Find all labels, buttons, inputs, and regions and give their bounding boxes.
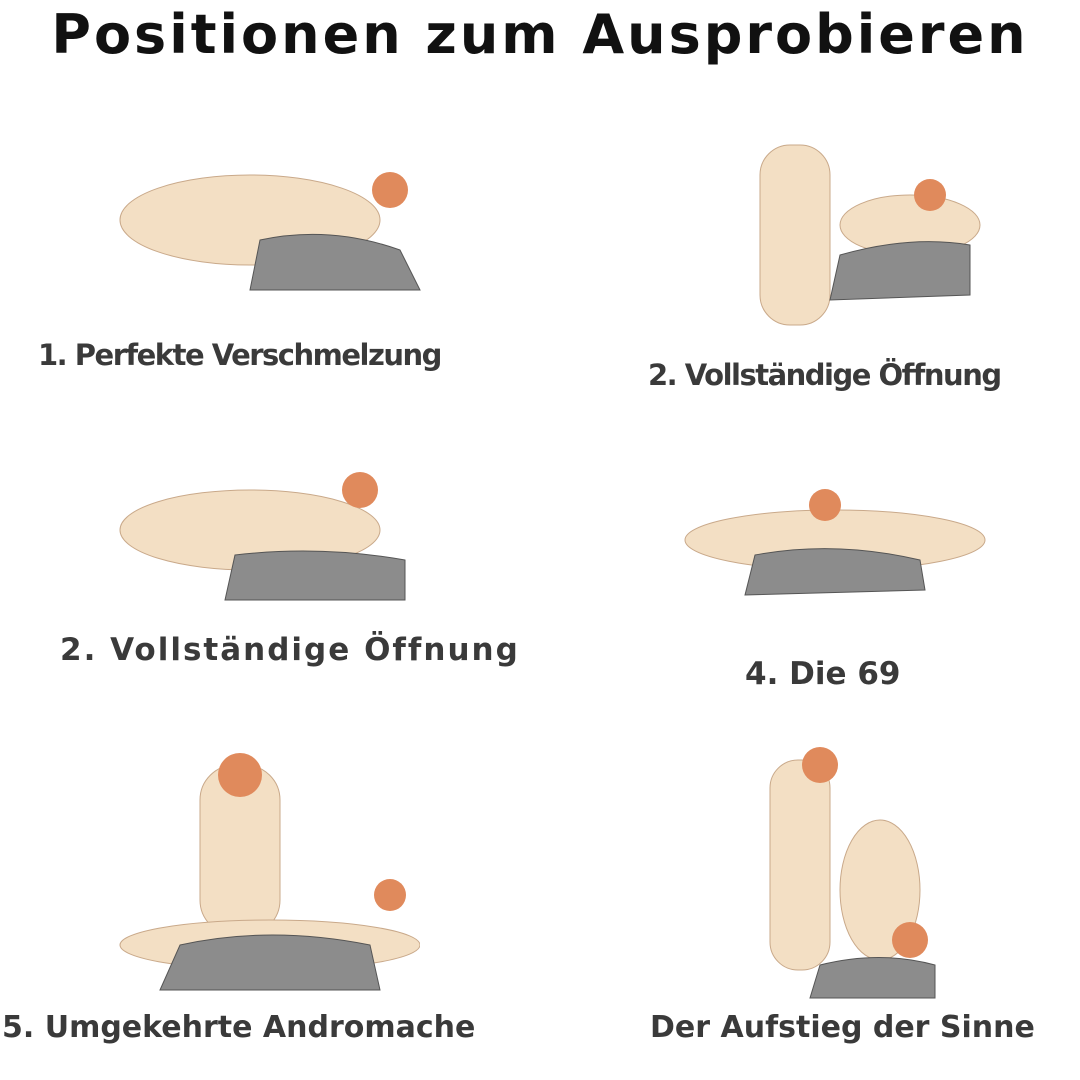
position-2-caption: 2. Vollständige Öffnung [648,358,1002,392]
page-title: Positionen zum Ausprobieren [51,3,1029,66]
position-3-illustration [80,450,420,610]
position-4-illustration [665,480,1000,600]
position-4-caption: 4. Die 69 [745,656,901,692]
position-6-caption: Der Aufstieg der Sinne [650,1010,1035,1045]
position-6-illustration [740,740,940,1000]
position-3-caption: 2. Vollständige Öffnung [60,632,520,668]
position-2-illustration [660,135,1000,335]
position-1-caption: 1. Perfekte Verschmelzung [38,338,442,372]
position-1-illustration [80,130,430,300]
position-5-caption: 5. Umgekehrte Andromache [2,1010,476,1045]
position-5-illustration [90,745,420,995]
